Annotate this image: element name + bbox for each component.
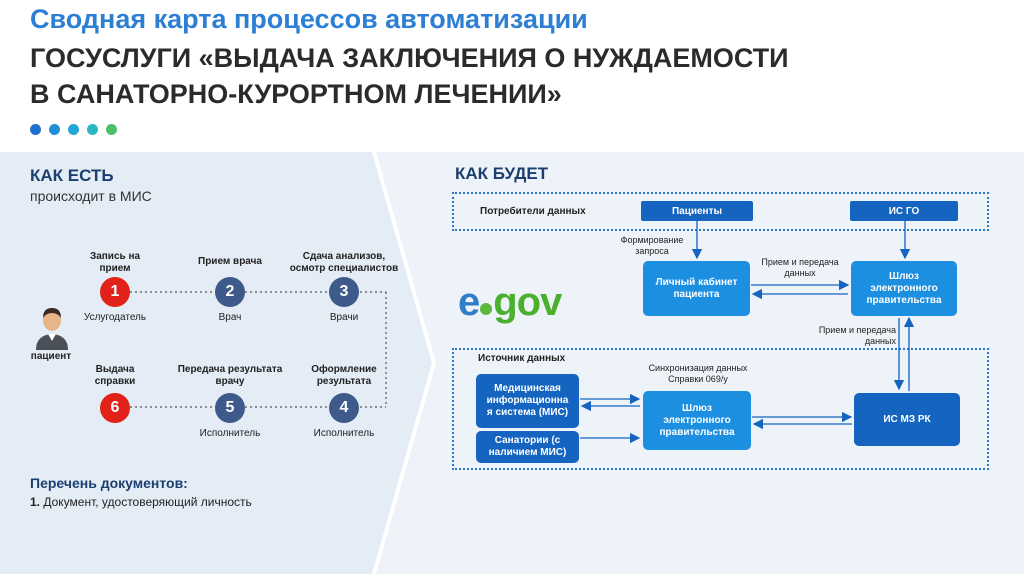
- documents-title: Перечень документов:: [30, 475, 188, 491]
- note-transfer-2-line1: Прием и передача: [818, 325, 896, 335]
- service-title-line1: ГОСУСЛУГИ «ВЫДАЧА ЗАКЛЮЧЕНИЯ О НУЖДАЕМОС…: [30, 43, 789, 73]
- note-request: Формирование запроса: [610, 235, 694, 257]
- patient-cabinet-box: Личный кабинет пациента: [643, 261, 750, 316]
- step-1-label: Запись на прием: [75, 251, 155, 275]
- note-sync-line2: Справки 069/у: [668, 374, 728, 384]
- dot: [106, 124, 117, 135]
- step-3-label: Сдача анализов, осмотр специалистов: [284, 251, 404, 275]
- dot: [49, 124, 60, 135]
- dot: [87, 124, 98, 135]
- left-panel-shape: [0, 152, 436, 574]
- gateway-bottom-line2: электронного: [663, 414, 731, 426]
- sources-box: [452, 348, 989, 470]
- step-5-label-line2: врачу: [215, 376, 245, 387]
- service-title-line2: В САНАТОРНО-КУРОРТНОМ ЛЕЧЕНИИ»: [30, 79, 562, 109]
- page-title: Сводная карта процессов автоматизации: [30, 4, 588, 34]
- step-3-label-line1: Сдача анализов,: [302, 251, 386, 262]
- patient-icon: [32, 305, 72, 350]
- step-5-label: Передача результата врачу: [170, 364, 290, 388]
- decorative-dots: [30, 124, 117, 135]
- note-transfer-2-line2: данных: [864, 336, 896, 346]
- step-5-label-line1: Передача результата: [177, 364, 283, 375]
- step-6-label-line1: Выдача: [95, 364, 135, 375]
- mis-line2: информационна: [486, 395, 569, 406]
- note-transfer-2: Прием и передача данных: [798, 325, 896, 347]
- sanatorium-box: Санатории (с наличием МИС): [476, 431, 579, 463]
- consumers-label: Потребители данных: [480, 206, 586, 217]
- step-6-label: Выдача справки: [75, 364, 155, 388]
- step-4-role: Исполнитель: [313, 428, 375, 439]
- service-title: ГОСУСЛУГИ «ВЫДАЧА ЗАКЛЮЧЕНИЯ О НУЖДАЕМОС…: [30, 40, 789, 112]
- consumers-box: [452, 192, 989, 231]
- note-request-line1: Формирование: [620, 235, 684, 245]
- dot: [68, 124, 79, 135]
- step-1-role: Услугодатель: [83, 312, 147, 323]
- step-3-circle: 3: [329, 277, 359, 307]
- step-4-label-line2: результата: [316, 376, 372, 387]
- gateway-top-box: Шлюз электронного правительства: [851, 261, 957, 316]
- gateway-top-line3: правительства: [866, 294, 942, 306]
- step-3-label-line2: осмотр специалистов: [289, 263, 399, 274]
- egov-logo-gov: gov: [493, 280, 562, 324]
- step-1-circle: 1: [100, 277, 130, 307]
- sanatorium-line2: наличием МИС): [488, 447, 567, 458]
- documents-item: 1. Документ, удостоверяющий личность: [30, 495, 252, 509]
- egov-logo-e: e: [458, 280, 480, 324]
- documents-item-number: 1.: [30, 495, 41, 509]
- gateway-top-line2: электронного: [870, 282, 938, 294]
- step-3-role: Врачи: [329, 312, 359, 323]
- dot: [30, 124, 41, 135]
- patient-cabinet-line2: пациента: [673, 288, 720, 300]
- step-2-role: Врач: [218, 312, 242, 323]
- step-6-label-line2: справки: [94, 376, 136, 387]
- is-go-box: ИС ГО: [850, 201, 958, 221]
- as-is-title: КАК ЕСТЬ: [30, 166, 114, 185]
- note-sync: Синхронизация данных Справки 069/у: [638, 363, 758, 385]
- to-be-title: КАК БУДЕТ: [455, 164, 549, 183]
- note-transfer: Прием и передача данных: [750, 257, 850, 279]
- gateway-bottom-box: Шлюз электронного правительства: [643, 391, 751, 450]
- step-5-role: Исполнитель: [199, 428, 261, 439]
- mis-line3: я система (МИС): [486, 407, 569, 418]
- actor-label: пациент: [30, 351, 72, 362]
- step-2-label: Прием врача: [198, 256, 262, 267]
- gateway-top-line1: Шлюз: [889, 270, 919, 282]
- step-4-circle: 4: [329, 393, 359, 423]
- mis-box: Медицинская информационна я система (МИС…: [476, 374, 579, 428]
- note-sync-line1: Синхронизация данных: [648, 363, 748, 373]
- sources-label: Источник данных: [478, 353, 566, 364]
- step-4-label: Оформление результата: [294, 364, 394, 388]
- step-1-label-line2: прием: [99, 263, 131, 274]
- gateway-bottom-line3: правительства: [659, 426, 735, 438]
- note-transfer-line2: данных: [784, 268, 816, 278]
- step-1-label-line1: Запись на: [89, 251, 141, 262]
- patients-box: Пациенты: [641, 201, 753, 221]
- as-is-subtitle: происходит в МИС: [30, 188, 152, 204]
- gateway-bottom-line1: Шлюз: [682, 402, 712, 414]
- step-6-circle: 6: [100, 393, 130, 423]
- sanatorium-line1: Санатории (с: [494, 435, 561, 446]
- process-connectors: [130, 291, 387, 408]
- mis-line1: Медицинская: [494, 383, 561, 394]
- step-2-circle: 2: [215, 277, 245, 307]
- is-mz-box: ИС МЗ РК: [854, 393, 960, 446]
- note-transfer-line1: Прием и передача: [761, 257, 839, 267]
- note-request-line2: запроса: [635, 246, 669, 256]
- step-4-label-line1: Оформление: [311, 364, 377, 375]
- egov-logo-dot-icon: [480, 303, 493, 315]
- patient-cabinet-line1: Личный кабинет: [655, 276, 738, 288]
- documents-item-text: Документ, удостоверяющий личность: [40, 495, 252, 509]
- step-5-circle: 5: [215, 393, 245, 423]
